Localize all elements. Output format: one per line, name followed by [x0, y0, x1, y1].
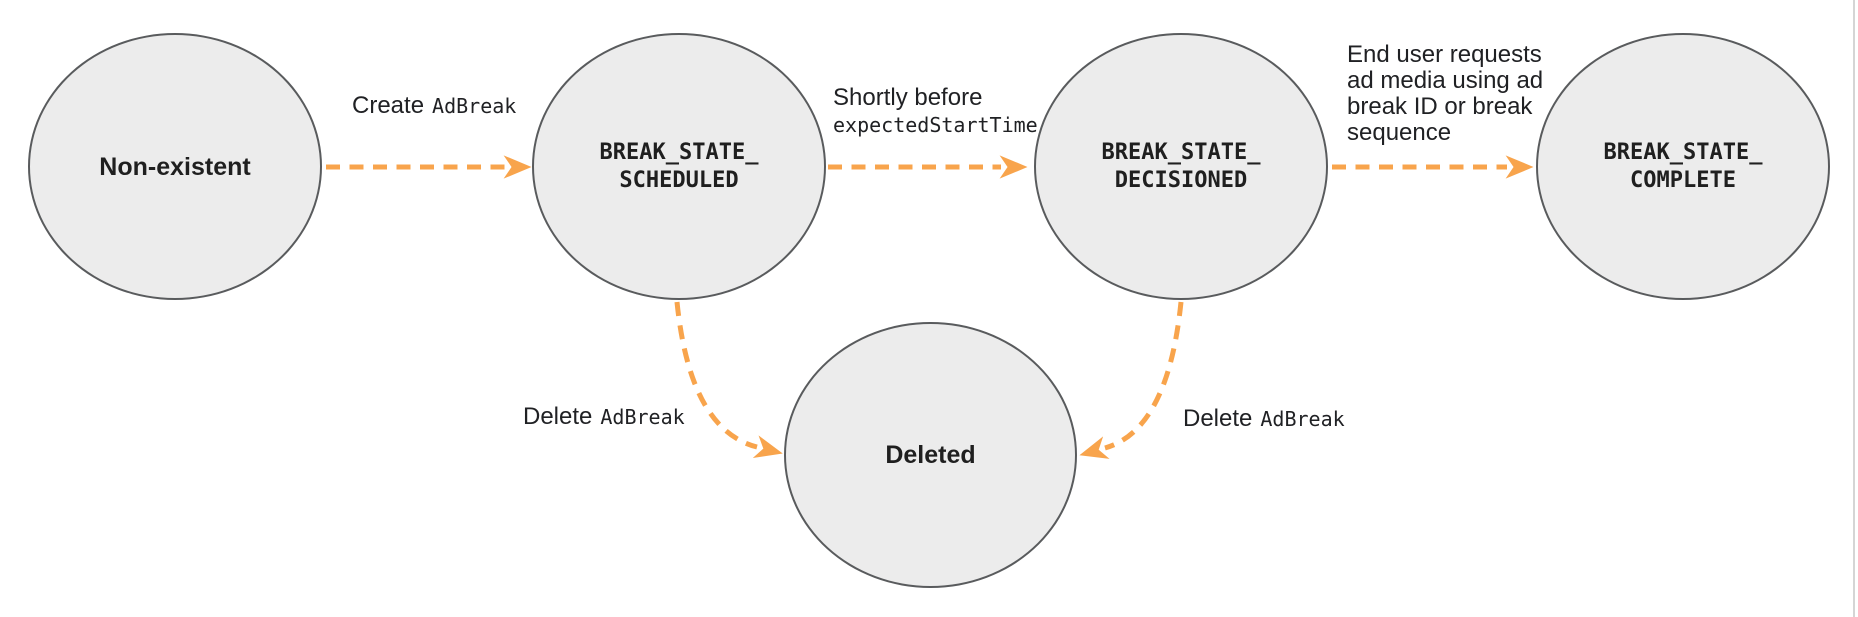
- edge-label-delete-adbreak-left: Delete AdBreak: [523, 404, 685, 430]
- state-node-non-existent: Non-existent: [28, 33, 322, 300]
- edge-label-create-adbreak: Create AdBreak: [352, 93, 516, 119]
- state-node-break-state-complete: BREAK_STATE_ COMPLETE: [1536, 33, 1830, 300]
- edge-delete-adbreak-left-arrow: [674, 301, 783, 458]
- edge-label-text: Create: [352, 92, 425, 119]
- edge-label-line: break ID or break: [1347, 93, 1533, 120]
- edge-label-line: sequence: [1347, 119, 1452, 146]
- edge-label-text: Delete: [1183, 405, 1253, 432]
- state-node-label: BREAK_STATE_: [599, 139, 759, 165]
- edge-label-text: Delete: [523, 403, 593, 430]
- edge-label-code: expectedStartTime: [833, 113, 1038, 137]
- edge-delete-adbreak-right-arrow: [1079, 301, 1184, 459]
- edge-label-text: Shortly before: [833, 84, 983, 111]
- state-node-label: Non-existent: [99, 152, 251, 181]
- state-node-break-state-decisioned: BREAK_STATE_ DECISIONED: [1034, 33, 1328, 300]
- state-node-label-line2: SCHEDULED: [619, 167, 739, 193]
- edge-label-line: End user requests: [1347, 41, 1542, 68]
- state-node-label-line2: DECISIONED: [1114, 167, 1248, 193]
- content-right-border: [1853, 0, 1855, 617]
- edge-label-code: AdBreak: [600, 405, 685, 429]
- edge-label-code: AdBreak: [432, 94, 517, 118]
- state-node-label-line2: COMPLETE: [1630, 167, 1736, 193]
- edge-label-delete-adbreak-right: Delete AdBreak: [1183, 406, 1345, 432]
- state-node-deleted: Deleted: [784, 322, 1077, 588]
- state-node-break-state-scheduled: BREAK_STATE_ SCHEDULED: [532, 33, 826, 300]
- edge-label-end-user-requests: End user requests ad media using ad brea…: [1347, 42, 1543, 146]
- edge-label-code: AdBreak: [1260, 407, 1345, 431]
- state-node-label: Deleted: [885, 441, 976, 469]
- edge-label-line: ad media using ad: [1347, 67, 1544, 94]
- state-node-label: BREAK_STATE_: [1603, 139, 1763, 165]
- state-node-label: BREAK_STATE_: [1101, 139, 1261, 165]
- edge-label-shortly-before: Shortly before expectedStartTime: [833, 85, 1038, 138]
